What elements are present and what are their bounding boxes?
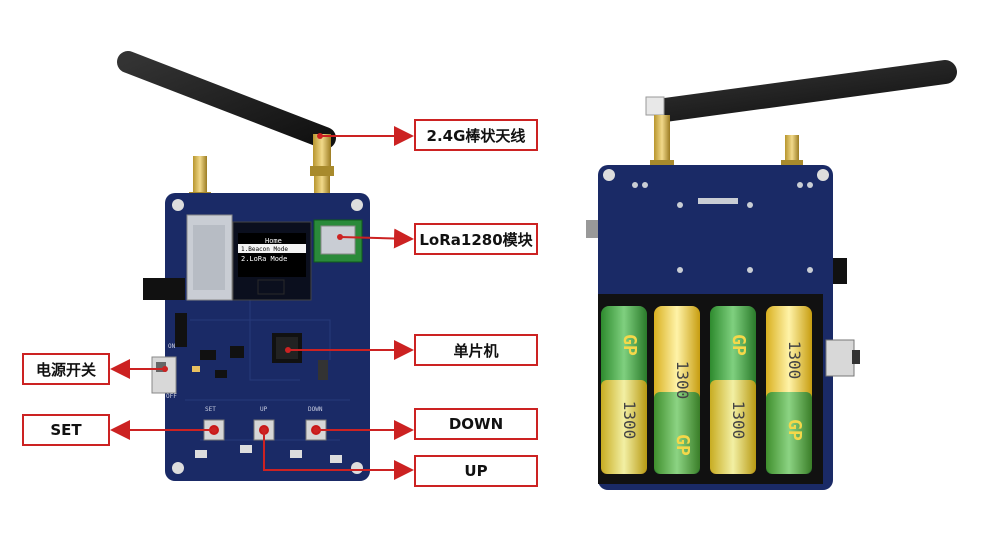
silk-up: UP	[260, 406, 268, 413]
battery-1: GP 1300	[601, 306, 647, 474]
oled-line-1: Home	[265, 237, 282, 245]
arrow-lora	[339, 228, 414, 249]
antenna-back	[645, 60, 957, 168]
label-down: DOWN	[414, 408, 538, 440]
label-set: SET	[22, 414, 110, 446]
label-lora: LoRa1280模块	[414, 223, 538, 255]
silk-set: SET	[205, 406, 216, 413]
power-switch	[151, 356, 177, 394]
label-mcu: 单片机	[414, 334, 538, 366]
oled-display: Home 1.Beacon Mode 2.LoRa Mode	[232, 221, 312, 301]
antenna-front	[117, 51, 336, 216]
battery-3: GP 1300	[710, 306, 756, 474]
front-board: Home 1.Beacon Mode 2.LoRa Mode ON OFF	[117, 51, 370, 481]
battery-2-capacity: 1300	[673, 361, 692, 400]
label-antenna: 2.4G棒状天线	[414, 119, 538, 151]
lora-module	[313, 219, 363, 263]
oled-line-3: 2.LoRa Mode	[241, 255, 287, 263]
silk-off: OFF	[166, 393, 177, 400]
callout-arrows	[110, 126, 414, 480]
label-power: 电源开关	[22, 353, 110, 385]
battery-1-brand: GP	[619, 334, 640, 356]
battery-4-capacity: 1300	[785, 341, 804, 380]
battery-1-capacity: 1300	[620, 401, 639, 440]
silk-down: DOWN	[308, 406, 323, 413]
dc-jack	[143, 278, 185, 300]
back-board: GP 1300 1300 GP GP 1300 1300 GP	[586, 60, 957, 490]
battery-2: 1300 GP	[654, 306, 700, 474]
battery-4-brand: GP	[784, 419, 805, 441]
battery-3-capacity: 1300	[729, 401, 748, 440]
silk-on: ON	[168, 343, 176, 350]
label-up: UP	[414, 455, 538, 487]
battery-2-brand: GP	[672, 434, 693, 456]
oled-line-2: 1.Beacon Mode	[241, 246, 288, 253]
battery-3-brand: GP	[728, 334, 749, 356]
arrow-up	[263, 430, 414, 480]
battery-4: 1300 GP	[766, 306, 812, 474]
